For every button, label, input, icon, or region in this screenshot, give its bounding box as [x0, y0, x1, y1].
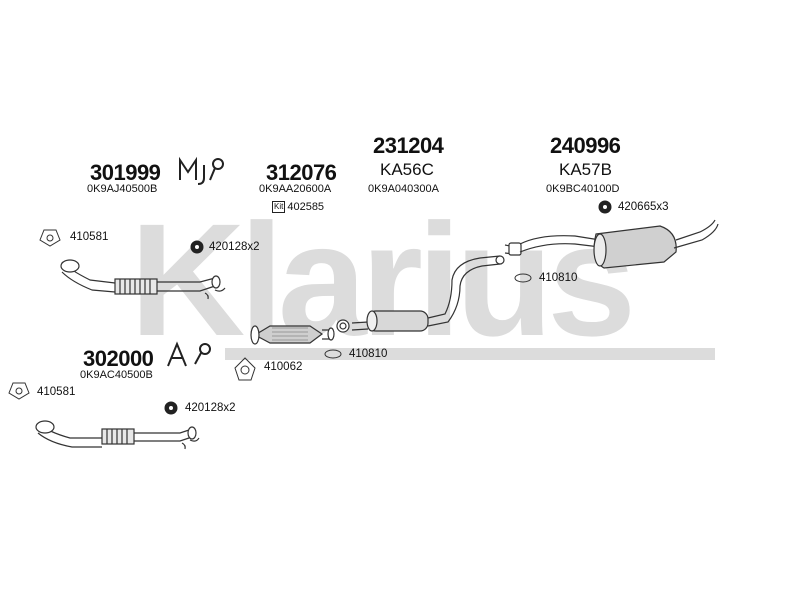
- fitting-ref-410810-rear: 410810: [539, 272, 578, 284]
- kit-number: 402585: [287, 201, 325, 213]
- catalyst-drawing: [250, 325, 335, 345]
- fitting-ref-420128-upper: 420128x2: [209, 241, 260, 253]
- front-pipe-upper-drawing: [60, 259, 226, 300]
- watermark-bar: [225, 348, 715, 360]
- kit-badge: Kit: [272, 201, 286, 214]
- part-number-240996: 240996: [550, 133, 621, 158]
- badge-mj-icon: [179, 156, 224, 185]
- fitting-ref-420128-lower: 420128x2: [185, 402, 236, 414]
- fitting-ref-410581-bottom: 410581: [37, 386, 76, 398]
- part-number-231204: 231204: [373, 133, 444, 158]
- type-code-ka56c: KA56C: [380, 160, 434, 179]
- oem-code-302000: 0K9AC40500B: [80, 369, 153, 381]
- fitting-ref-410062: 410062: [264, 361, 303, 373]
- rear-silencer-drawing: [504, 219, 719, 269]
- type-code-ka57b: KA57B: [559, 160, 612, 179]
- flange-gasket-icon: [234, 357, 256, 381]
- middle-silencer-drawing: [336, 255, 505, 333]
- oem-code-240996: 0K9BC40100D: [546, 183, 620, 195]
- fitting-ref-410581-top: 410581: [70, 231, 109, 243]
- part-number-301999: 301999: [90, 160, 161, 185]
- fitting-ref-410810-cat: 410810: [349, 348, 388, 360]
- fitting-ref-420665: 420665x3: [618, 201, 669, 213]
- clamp-icon: [164, 200, 612, 415]
- ring-gasket-icon: [324, 273, 532, 359]
- gasket-icon: [8, 229, 61, 400]
- oem-code-301999: 0K9AJ40500B: [87, 183, 158, 195]
- part-number-312076: 312076: [266, 160, 337, 185]
- badge-a-icon: [167, 341, 211, 367]
- oem-code-312076: 0K9AA20600A: [259, 183, 332, 195]
- oem-code-231204: 0K9A040300A: [368, 183, 439, 195]
- front-pipe-lower-drawing: [35, 420, 200, 450]
- part-number-302000: 302000: [83, 346, 154, 371]
